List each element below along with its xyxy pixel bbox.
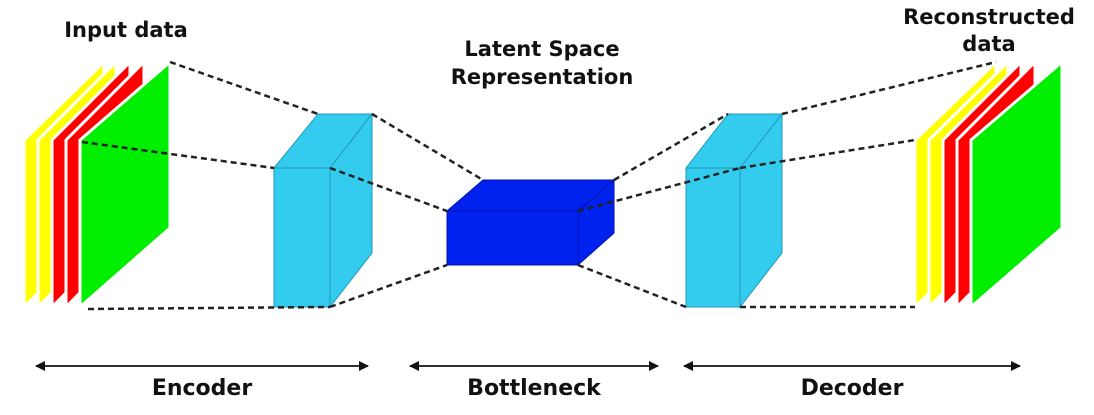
latent-label-line2: Representation	[451, 65, 634, 89]
connector-latent-decoder-bottom	[577, 263, 687, 309]
bottleneck-label: Bottleneck	[467, 376, 602, 401]
latent-label-line1: Latent Space	[464, 37, 619, 61]
connector-latent-decoder-top	[613, 112, 729, 182]
output-layer-green	[969, 58, 1064, 311]
connector-input-mid	[81, 140, 275, 170]
connection-lines	[81, 60, 997, 311]
connector-latent-decoder-mid	[577, 166, 741, 213]
encoder-block	[272, 112, 374, 309]
input-data-label: Input data	[64, 18, 188, 42]
reconstructed-label-line2: data	[962, 32, 1015, 56]
input-data-stack	[22, 58, 172, 311]
output-data-stack	[913, 58, 1064, 311]
connector-output-top	[781, 60, 997, 116]
connector-input-top	[169, 60, 319, 116]
input-layer-green	[78, 58, 172, 311]
latent-block	[445, 178, 616, 267]
decoder-block	[684, 112, 784, 309]
encoder-label: Encoder	[152, 376, 253, 401]
connector-encoder-latent-mid	[329, 166, 448, 213]
reconstructed-label-line1: Reconstructed	[903, 5, 1075, 29]
decoder-label: Decoder	[801, 376, 904, 401]
connector-encoder-latent-bottom	[329, 263, 448, 309]
connector-input-bottom	[87, 305, 331, 311]
connector-encoder-latent-top	[371, 112, 484, 182]
